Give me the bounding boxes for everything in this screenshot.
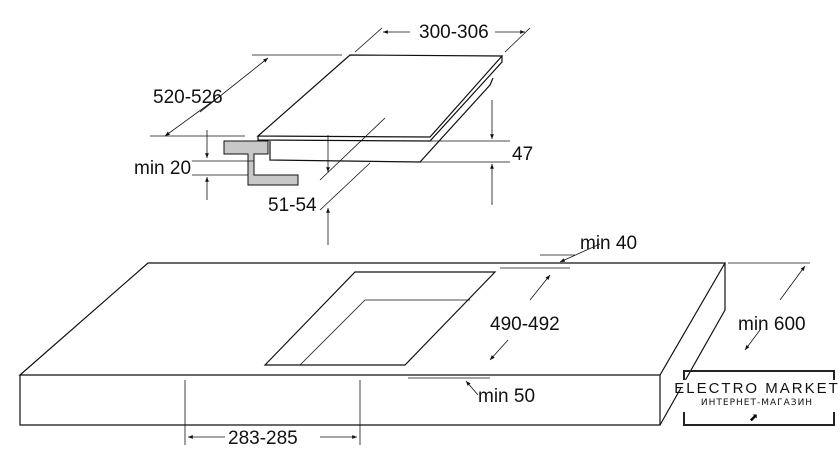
dim-cutout-depth: 490-492 xyxy=(490,314,560,335)
dim-insert-depth: 51-54 xyxy=(268,195,317,216)
dim-front-gap: min 50 xyxy=(478,386,535,407)
dim-cutout-width: 283-285 xyxy=(228,428,298,449)
mounting-bracket xyxy=(223,140,299,186)
dim-depth: 520-526 xyxy=(153,87,223,108)
dimension-lines-top xyxy=(150,27,531,245)
cooktop xyxy=(256,54,504,163)
worktop xyxy=(18,262,727,426)
dim-min-thickness: min 20 xyxy=(134,158,191,179)
dim-worktop-depth: min 600 xyxy=(738,314,806,335)
dim-rear-gap: min 40 xyxy=(580,233,637,254)
cursor-icon: ⬈ xyxy=(749,412,759,424)
cutout xyxy=(263,271,497,366)
logo-subtitle: ИНТЕРНЕТ-МАГАЗИН xyxy=(700,398,814,408)
electro-market-logo: ELECTRO MARKET ИНТЕРНЕТ-МАГАЗИН ⬈ xyxy=(674,370,838,430)
dim-width: 300-306 xyxy=(419,22,489,43)
dim-height: 47 xyxy=(512,144,533,165)
logo-title: ELECTRO MARKET xyxy=(674,380,840,397)
dimension-lines-bottom xyxy=(184,243,810,445)
